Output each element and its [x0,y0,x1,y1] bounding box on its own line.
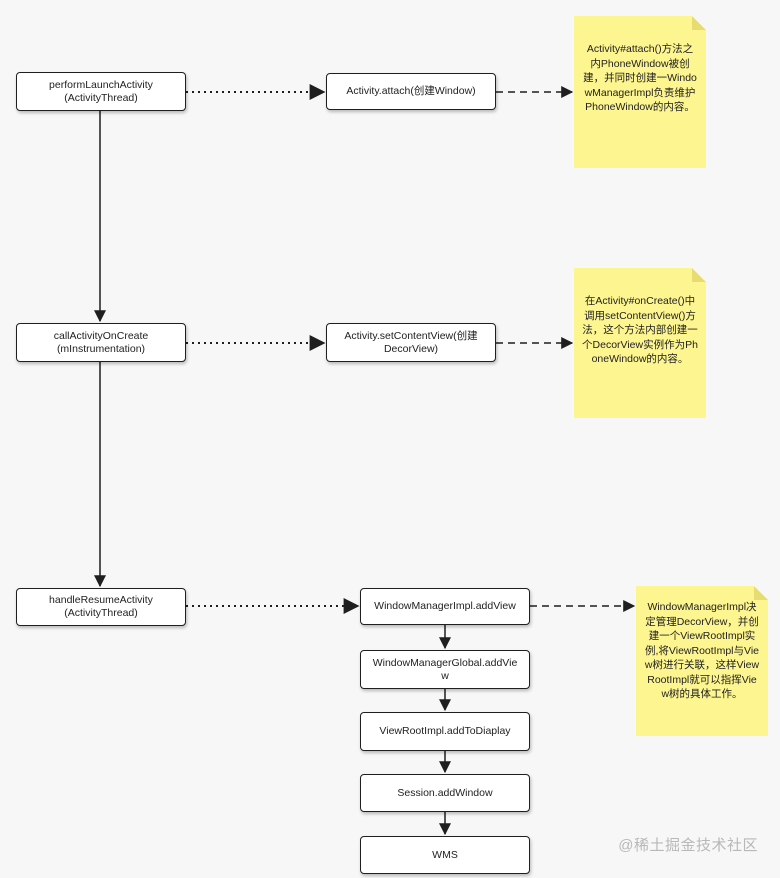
resume-note-text: WindowManagerImpl决定管理DecorView，并创建一个View… [644,601,760,700]
attach-note: Activity#attach()方法之内PhoneWindow被创建，并同时创… [574,16,706,168]
session-add-window-node: Session.addWindow [360,774,530,812]
on-create-note: 在Activity#onCreate()中调用setContentView()方… [574,268,706,418]
add-to-display-line1: ViewRootImpl.addToDiaplay [379,725,511,737]
wms-node: WMS [360,836,530,874]
handle-resume-activity-node: handleResumeActivity (ActivityThread) [16,588,186,626]
attach-note-text: Activity#attach()方法之内PhoneWindow被创建，并同时创… [583,43,697,113]
activity-attach-node: Activity.attach(创建Window) [326,73,496,110]
add-view-line1: WindowManagerImpl.addView [374,600,516,612]
call-activity-on-create-node: callActivityOnCreate (mInstrumentation) [16,323,186,362]
add-window-line1: Session.addWindow [397,786,493,799]
perform-launch-activity-line2: (ActivityThread) [64,91,138,104]
global-add-view-line1: WindowManagerGlobal.addVie [372,656,518,669]
set-content-view-node: Activity.setContentView(创建 DecorView) [326,323,496,362]
window-manager-impl-add-view-node: WindowManagerImpl.addView [360,588,530,625]
perform-launch-activity-node: performLaunchActivity (ActivityThread) [16,72,186,111]
handle-resume-activity-line1: handleResumeActivity [49,594,153,606]
wms-line1: WMS [432,848,458,861]
activity-attach-line1: Activity.attach(创建Window) [346,85,476,97]
view-root-impl-add-to-display-node: ViewRootImpl.addToDiaplay [360,712,530,751]
set-content-view-line1: Activity.setContentView(创建 [344,329,478,342]
resume-note: WindowManagerImpl决定管理DecorView，并创建一个View… [636,586,768,736]
call-activity-on-create-line2: (mInstrumentation) [56,342,146,355]
perform-launch-activity-line1: performLaunchActivity [49,78,153,91]
set-content-view-line2: DecorView) [383,342,439,355]
window-manager-global-add-view-node: WindowManagerGlobal.addVie w [360,650,530,689]
watermark: @稀土掘金技术社区 [618,837,758,854]
global-add-view-line2: w [441,669,449,682]
call-activity-on-create-line1: callActivityOnCreate [53,329,149,342]
handle-resume-activity-line2: (ActivityThread) [64,607,138,619]
on-create-note-text: 在Activity#onCreate()中调用setContentView()方… [582,295,698,365]
